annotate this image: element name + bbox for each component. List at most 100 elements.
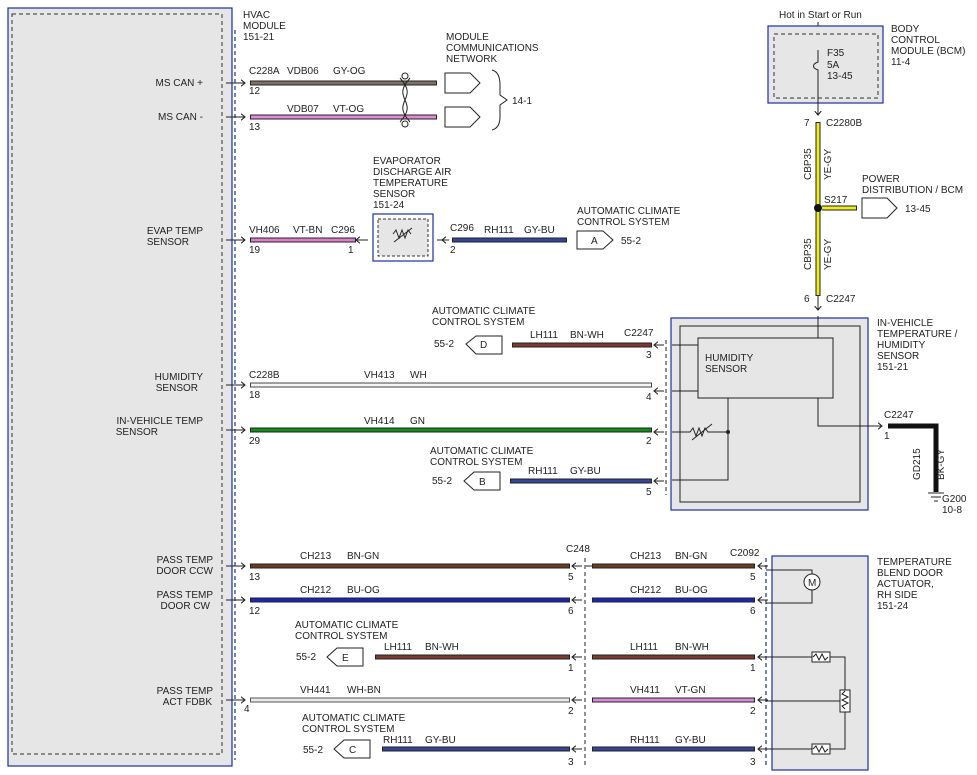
acc-b-circuit: AUTOMATIC CLIMATE CONTROL SYSTEM 55-2 B … [430,446,664,498]
acc-e-label-2: CONTROL SYSTEM [295,631,387,642]
acc-d-circuit: AUTOMATIC CLIMATE CONTROL SYSTEM 55-2 D … [432,306,664,361]
humidity-label-2: SENSOR [705,364,747,375]
acc-c-ref: 55-2 [303,745,323,756]
bcm-pin: 7 [804,118,810,129]
hvac-label-1: HVAC [243,10,270,21]
pin-label-fdbk-1: PASS TEMP [157,686,214,697]
actuator: M TEMPERATURE BLEND DOOR ACTUATOR, RH SI… [730,548,952,771]
right-ccw-pin: 5 [750,572,756,583]
bcm-fuse-ref: 13-45 [827,71,853,82]
bcm-hot-label: Hot in Start or Run [779,10,862,21]
acc-d-circuit: LH111 [530,330,558,341]
acc-b-pin: 5 [646,487,652,498]
bcm-label-2: CONTROL [891,35,940,46]
c248-label: C248 [566,544,590,555]
can-plus-pin: 12 [249,86,261,97]
evap-acc-pin: 2 [450,245,456,256]
actuator-label-1: TEMPERATURE [877,557,952,568]
can-minus-pin: 13 [249,122,261,133]
power-pin: 6 [804,294,810,305]
power-conn: C2247 [826,294,856,305]
acc-d-color: BN-WH [570,330,604,341]
evap-label-3: TEMPERATURE [373,178,448,189]
right-e-color: BN-WH [675,642,709,653]
acc-d-ref: 55-2 [434,339,454,350]
acc-e-circuit: LH111 [384,642,412,653]
actuator-label-4: RH SIDE [877,590,918,601]
actuator-ref: 151-24 [877,601,909,612]
invehicle-temp-circuit: 29 VH414 GN 2 [226,416,664,447]
acc-c-label-2: CONTROL SYSTEM [302,724,394,735]
ivts-label-4: SENSOR [877,351,919,362]
invehicle-pin: 29 [249,436,261,447]
humidity-circuit: C228B 18 VH413 WH 4 [226,370,664,403]
humidity-sensor-pin: 4 [646,392,652,403]
acc-d-letter: D [480,340,487,351]
pin-label-humidity-2: SENSOR [156,383,198,394]
power-label-2: DISTRIBUTION / BCM [862,185,963,196]
acc-a-letter: A [591,236,598,247]
pin-label-ccw-1: PASS TEMP [157,555,214,566]
power-ref: 13-45 [905,204,931,215]
power-circuit-1: CBP35 [803,148,814,180]
fdbk-pin: 4 [244,704,250,715]
acc-d-conn: C2247 [624,328,654,339]
ms-can-wires: C228A 12 VDB06 GY-OG 13 VDB07 VT-OG MODU… [226,32,539,133]
acc-c-letter: C [349,745,356,756]
pin-label-invehicle-2: SENSOR [116,427,158,438]
ccw-c248-pin: 5 [568,572,574,583]
pin-label-humidity-1: HUMIDITY [155,372,204,383]
right-c-circuit: RH111 [630,735,660,746]
cw-pin: 12 [249,606,261,617]
acc-c-color: GY-BU [425,735,456,746]
ground-id: G200 [942,494,967,505]
pin-label-evap-2: SENSOR [147,237,189,248]
acc-d-label-2: CONTROL SYSTEM [432,317,524,328]
hvac-ref: 151-21 [243,32,275,43]
power-color-2: YE-GY [823,239,834,270]
acc-b-circuit: RH111 [528,466,558,477]
right-e-circuit: LH111 [630,642,658,653]
network-label-3: NETWORK [446,54,497,65]
humidity-circuit: VH413 [364,370,395,381]
right-fdbk-color: VT-GN [675,685,706,696]
pin-label-ccw-2: DOOR CCW [156,566,213,577]
network-label-2: COMMUNICATIONS [446,43,539,54]
acc-e-label-1: AUTOMATIC CLIMATE [295,620,399,631]
pin-label-cw-2: DOOR CW [161,601,211,612]
ivts-label-1: IN-VEHICLE [877,318,933,329]
ccw-circuit: CH213 [300,551,332,562]
acc-a-label-1: AUTOMATIC CLIMATE [577,206,681,217]
invehicle-color: GN [410,416,425,427]
ivts-ground-pin: 1 [884,431,890,442]
evap-acc-circuit: RH111 [484,225,514,236]
evap-hvac-pin: 19 [249,245,261,256]
acc-e-pin: 1 [568,663,574,674]
pin-label-invehicle-1: IN-VEHICLE TEMP [117,416,204,427]
right-cw-color: BU-OG [675,585,708,596]
acc-e-circuit: AUTOMATIC CLIMATE CONTROL SYSTEM 55-2 E … [295,620,582,674]
acc-a-label-2: CONTROL SYSTEM [577,217,669,228]
right-e-pin: 1 [750,663,756,674]
hvac-module: HVAC MODULE 151-21 [7,7,286,767]
evap-hvac-circuit: VH406 [249,225,280,236]
evap-acc-conn: C296 [450,223,474,234]
acc-b-ref: 55-2 [432,476,452,487]
acc-c-circuit: RH111 [383,735,413,746]
pin-label-ms-can-plus: MS CAN + [155,78,203,89]
cw-color: BU-OG [347,585,380,596]
evap-label-1: EVAPORATOR [373,156,441,167]
acc-a-ref: 55-2 [621,236,641,247]
right-ccw-circuit: CH213 [630,551,662,562]
ground-ref: 10-8 [942,505,962,516]
right-fdbk-circuit: VH411 [630,685,660,696]
ccw-pin: 13 [249,572,261,583]
pin-label-ms-can-minus: MS CAN - [158,112,203,123]
humidity-pin: 18 [249,390,261,401]
acc-b-label-1: AUTOMATIC CLIMATE [430,446,534,457]
bcm-ref: 11-4 [891,57,911,68]
evap-hvac-color: VT-BN [293,225,322,236]
ccw-color: BN-GN [347,551,379,562]
pin-label-evap-1: EVAP TEMP [147,226,203,237]
